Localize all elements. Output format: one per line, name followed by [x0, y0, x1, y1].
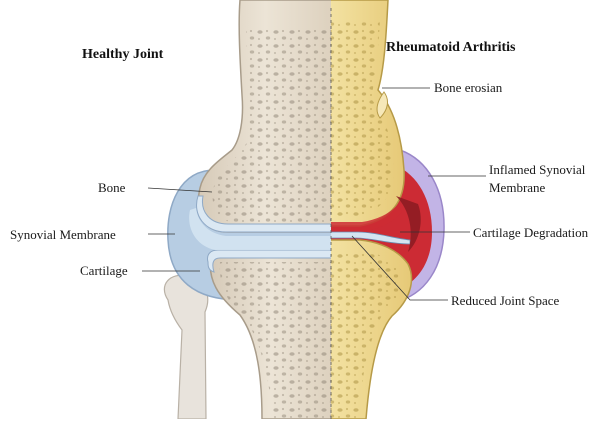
label-cartilage: Cartilage	[80, 263, 128, 278]
label-cartilage-degradation: Cartilage Degradation	[473, 225, 588, 240]
arthritic-joint	[330, 0, 444, 419]
label-inflamed-line2: Membrane	[489, 180, 545, 195]
label-bone-erosion: Bone erosian	[434, 80, 502, 95]
fibula	[164, 275, 207, 419]
arthritis-title: Rheumatoid Arthritis	[386, 40, 516, 56]
label-synovial-membrane: Synovial Membrane	[10, 227, 116, 242]
label-bone: Bone	[98, 180, 125, 195]
label-reduced-joint-space: Reduced Joint Space	[451, 293, 559, 308]
healthy-joint-title: Healthy Joint	[82, 47, 163, 63]
label-inflamed-line1: Inflamed Synovial	[489, 162, 585, 177]
